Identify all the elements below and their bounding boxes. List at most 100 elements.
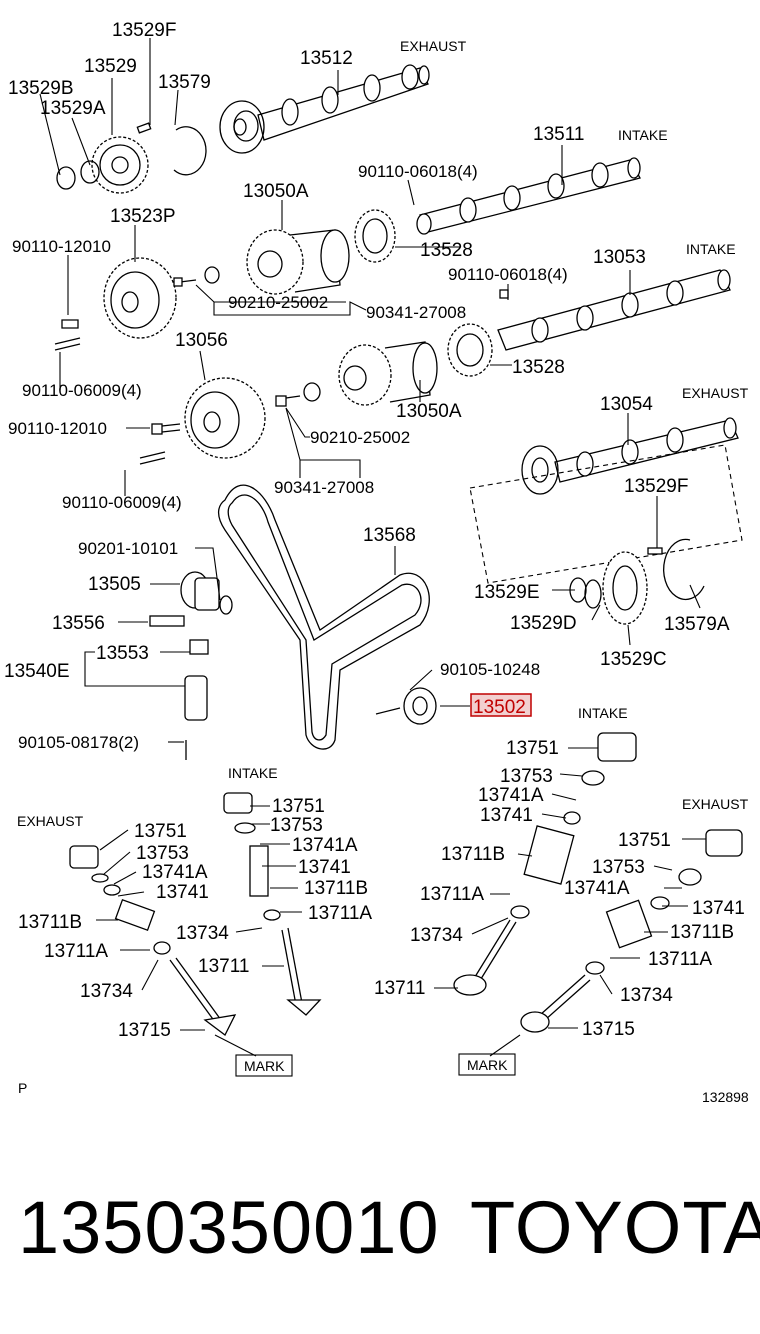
label-rr-13751: 13751 [618,830,671,851]
label-13050A-mid: 13050A [396,401,462,422]
label-r-13711: 13711 [374,978,425,999]
label-90210-25002-b: 90210-25002 [310,428,410,447]
camshaft-13054 [521,417,739,495]
label-90341-27008-b: 90341-27008 [274,478,374,497]
label-13529E: 13529E [474,582,540,603]
label-l-13734: 13734 [80,981,133,1002]
label-90201-10101: 90201-10101 [78,539,178,558]
label-13528-top: 13528 [420,240,473,261]
label-13529D: 13529D [510,613,577,634]
label-90110-06018-a: 90110-06018(4) [358,162,478,181]
camshaft-13512 [219,64,430,154]
label-exhaust-valve-right: EXHAUST [682,796,749,812]
brand-name: TOYOTA [470,1186,760,1269]
label-rr-13715: 13715 [582,1019,635,1040]
label-c-13751: 13751 [272,796,325,817]
footer: 1350350010 TOYOTA [0,1185,760,1295]
label-figure-number: 132898 [702,1089,749,1105]
label-intake-mid: INTAKE [686,241,736,257]
group-bracket [469,444,743,584]
label-13529C: 13529C [600,649,667,670]
label-r-13751: 13751 [506,738,559,759]
label-rr-13711A: 13711A [648,949,712,970]
label-mark-left: MARK [244,1058,285,1074]
label-l-13711B: 13711B [18,912,82,933]
part-number: 1350350010 [18,1186,440,1269]
label-90105-10248: 90105-10248 [440,660,540,679]
label-13054: 13054 [600,394,653,415]
label-exhaust-mid: EXHAUST [682,385,749,401]
label-13511: 13511 [533,124,584,145]
label-rr-13711B: 13711B [670,922,734,943]
label-13553: 13553 [96,643,149,664]
label-l-13741A: 13741A [142,862,208,883]
label-90341-27008-a: 90341-27008 [366,303,466,322]
label-13540E: 13540E [4,661,70,682]
label-13579: 13579 [158,72,211,93]
label-90105-08178: 90105-08178(2) [18,733,139,752]
label-mark-right: MARK [467,1057,508,1073]
sprocket-13529 [56,122,207,194]
label-90110-06009-b: 90110-06009(4) [62,493,182,512]
label-rr-13734: 13734 [620,985,673,1006]
label-l-13715: 13715 [118,1020,171,1041]
pulley-13056 [184,377,266,459]
gear-13528-top [354,209,396,263]
label-13529A: 13529A [40,98,106,119]
label-90110-12010-b: 90110-12010 [8,419,107,438]
label-13568: 13568 [363,525,416,546]
label-l-13741: 13741 [156,882,209,903]
label-13556: 13556 [52,613,105,634]
label-corner-p: P [18,1080,27,1096]
label-r-13741A: 13741A [478,785,544,806]
label-13529F-mid: 13529F [624,476,688,497]
bolts-left [54,266,220,465]
label-c-13741A: 13741A [292,835,358,856]
label-90110-06018-b: 90110-06018(4) [448,265,568,284]
sprocket-13523P [103,257,177,339]
label-r-13734: 13734 [410,925,463,946]
label-13502: 13502 [473,697,526,718]
camshaft-13511 [416,157,641,235]
label-13512: 13512 [300,48,353,69]
label-intake-valve-center: INTAKE [228,765,278,781]
label-90110-06009-a: 90110-06009(4) [22,381,142,400]
sprocket-13529C [569,538,705,625]
label-r-13741: 13741 [480,805,533,826]
highlight-13502 [470,693,532,717]
vvt-assembly-13050A-mid [275,323,493,407]
label-13528-mid: 13528 [512,357,565,378]
label-13523P: 13523P [110,206,176,227]
label-13053: 13053 [593,247,646,268]
valve-assembly-exhaust-left [69,845,237,1036]
camshaft-13053 [497,269,731,351]
label-13050A-top: 13050A [243,181,309,202]
label-90110-12010-a: 90110-12010 [12,237,111,256]
label-rr-13753: 13753 [592,857,645,878]
label-intake-valve-right: INTAKE [578,705,628,721]
timing-belt-13568 [217,484,430,750]
label-c-13711B: 13711B [304,878,368,899]
label-c-13753: 13753 [270,815,323,836]
label-13529B: 13529B [8,78,74,99]
label-r-13753: 13753 [500,766,553,787]
label-13529: 13529 [84,56,137,77]
label-13579A: 13579A [664,614,730,635]
label-l-13751: 13751 [134,821,187,842]
label-rr-13741: 13741 [692,898,745,919]
label-intake-top: INTAKE [618,127,668,143]
label-l-13753: 13753 [136,843,189,864]
label-c-13711: 13711 [198,956,249,977]
timing-parts-diagram: 13529F 13529 13529B 13579 13529A 13512 E… [4,20,749,1105]
tensioner-13505 [149,571,437,760]
part-labels: 13529F 13529 13529B 13579 13529A 13512 E… [4,20,749,1105]
label-l-13711A: 13711A [44,941,108,962]
valve-assembly-intake-center [223,792,322,1016]
label-13056: 13056 [175,330,228,351]
label-c-13711A: 13711A [308,903,372,924]
label-13529F-top: 13529F [112,20,176,41]
valve-assembly-exhaust-right [520,829,743,1033]
leader-lines [39,38,706,1077]
vvt-assembly-13050A-top [246,229,350,295]
label-13505: 13505 [88,574,141,595]
